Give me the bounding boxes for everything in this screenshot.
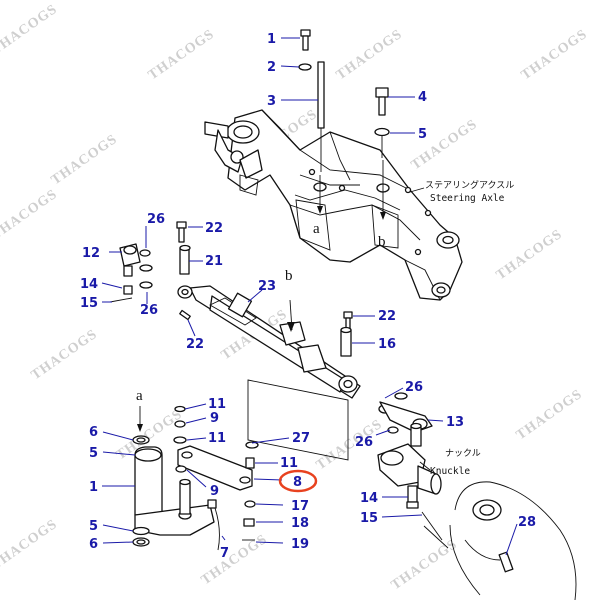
callout-1: 1 xyxy=(89,480,98,495)
callout-5-bottom: 5 xyxy=(89,519,98,534)
callout-2: 3 xyxy=(267,94,276,109)
watermark-7: THACOGS xyxy=(409,117,481,173)
callout-8: 8 xyxy=(293,475,302,490)
watermark-1: THACOGS xyxy=(0,2,60,58)
knuckle-label-en: Knuckle xyxy=(430,466,470,477)
callout-11-bottom: 11 xyxy=(280,456,298,471)
callout-17: 17 xyxy=(291,499,309,514)
watermark-17: THACOGS xyxy=(389,537,461,593)
steering-axle-frame xyxy=(204,109,463,301)
callout-28: 28 xyxy=(518,515,536,530)
callout-25: 5 xyxy=(418,127,427,142)
callout-11-top: 11 xyxy=(208,431,226,446)
knuckle-label-jp: ナックル xyxy=(445,448,481,459)
watermark-16: THACOGS xyxy=(199,532,271,588)
callout-9-bottom: 9 xyxy=(210,484,219,499)
rod-end-12 xyxy=(109,243,153,303)
callout-12: 12 xyxy=(82,246,100,261)
callout-7: 7 xyxy=(220,546,229,561)
watermark-4: THACOGS xyxy=(519,27,591,83)
bolt-24-assembly xyxy=(374,87,390,158)
callout-26-top: 26 xyxy=(147,212,165,227)
callout-26-right-top: 26 xyxy=(405,380,423,395)
callout-15-left: 15 xyxy=(80,296,98,311)
wheel-hub xyxy=(421,481,577,600)
callout-10: 11 xyxy=(208,397,226,412)
callouts: 1 2 3 4 5 26 22 12 21 23 14 15 26 22 22 … xyxy=(80,32,536,561)
watermark-10: THACOGS xyxy=(29,327,101,383)
callout-4: 1 xyxy=(267,32,276,47)
callout-6-bottom: 6 xyxy=(89,537,98,552)
watermark-15: THACOGS xyxy=(0,517,60,573)
callout-14-left: 14 xyxy=(80,277,98,292)
view-marker-b-cylinder: b xyxy=(285,268,293,284)
steering-axle-label-jp: ステアリングアクスル xyxy=(425,179,514,191)
callout-14-right: 14 xyxy=(360,491,378,506)
callout-16: 16 xyxy=(378,337,396,352)
view-marker-a-frame: a xyxy=(313,221,320,237)
callout-26-mid: 26 xyxy=(140,303,158,318)
pin-16 xyxy=(340,311,353,357)
small-parts xyxy=(132,405,259,551)
rod-end-13 xyxy=(378,392,433,434)
shim-plate-27 xyxy=(247,379,349,461)
watermark-3: THACOGS xyxy=(334,27,406,83)
callout-20: 21 xyxy=(205,254,223,269)
pin-2-assembly xyxy=(298,29,325,172)
pin-20 xyxy=(176,221,191,275)
callout-13: 13 xyxy=(446,415,464,430)
callout-26-right-bottom: 26 xyxy=(355,435,373,450)
callout-27: 27 xyxy=(292,431,310,446)
callout-22-left: 22 xyxy=(205,221,223,236)
watermark-14: THACOGS xyxy=(314,417,386,473)
callout-23: 23 xyxy=(258,279,276,294)
callout-24: 4 xyxy=(418,90,427,105)
callout-3: 2 xyxy=(267,60,276,75)
callout-6-top: 6 xyxy=(89,425,98,440)
steering-cylinder xyxy=(177,285,361,399)
view-marker-b-frame: b xyxy=(378,234,386,250)
steering-axle-label-en: Steering Axle xyxy=(430,193,505,204)
view-marker-a-arm: a xyxy=(136,388,143,404)
watermark-5: THACOGS xyxy=(49,132,121,188)
watermark-2: THACOGS xyxy=(146,27,218,83)
link-plate-8 xyxy=(177,445,253,491)
highlight-ring-8 xyxy=(278,469,318,493)
watermark-12: THACOGS xyxy=(514,387,586,443)
callout-18: 18 xyxy=(291,516,309,531)
watermark-9: THACOGS xyxy=(494,227,566,283)
callout-21: 22 xyxy=(186,337,204,352)
callout-5-top: 5 xyxy=(89,446,98,461)
callout-22-right: 22 xyxy=(378,309,396,324)
callout-9-top: 9 xyxy=(210,411,219,426)
watermark-8: THACOGS xyxy=(0,187,60,243)
callout-19: 19 xyxy=(291,537,309,552)
callout-15-right: 15 xyxy=(360,511,378,526)
knuckle xyxy=(377,422,442,509)
pin-21 xyxy=(179,309,191,321)
